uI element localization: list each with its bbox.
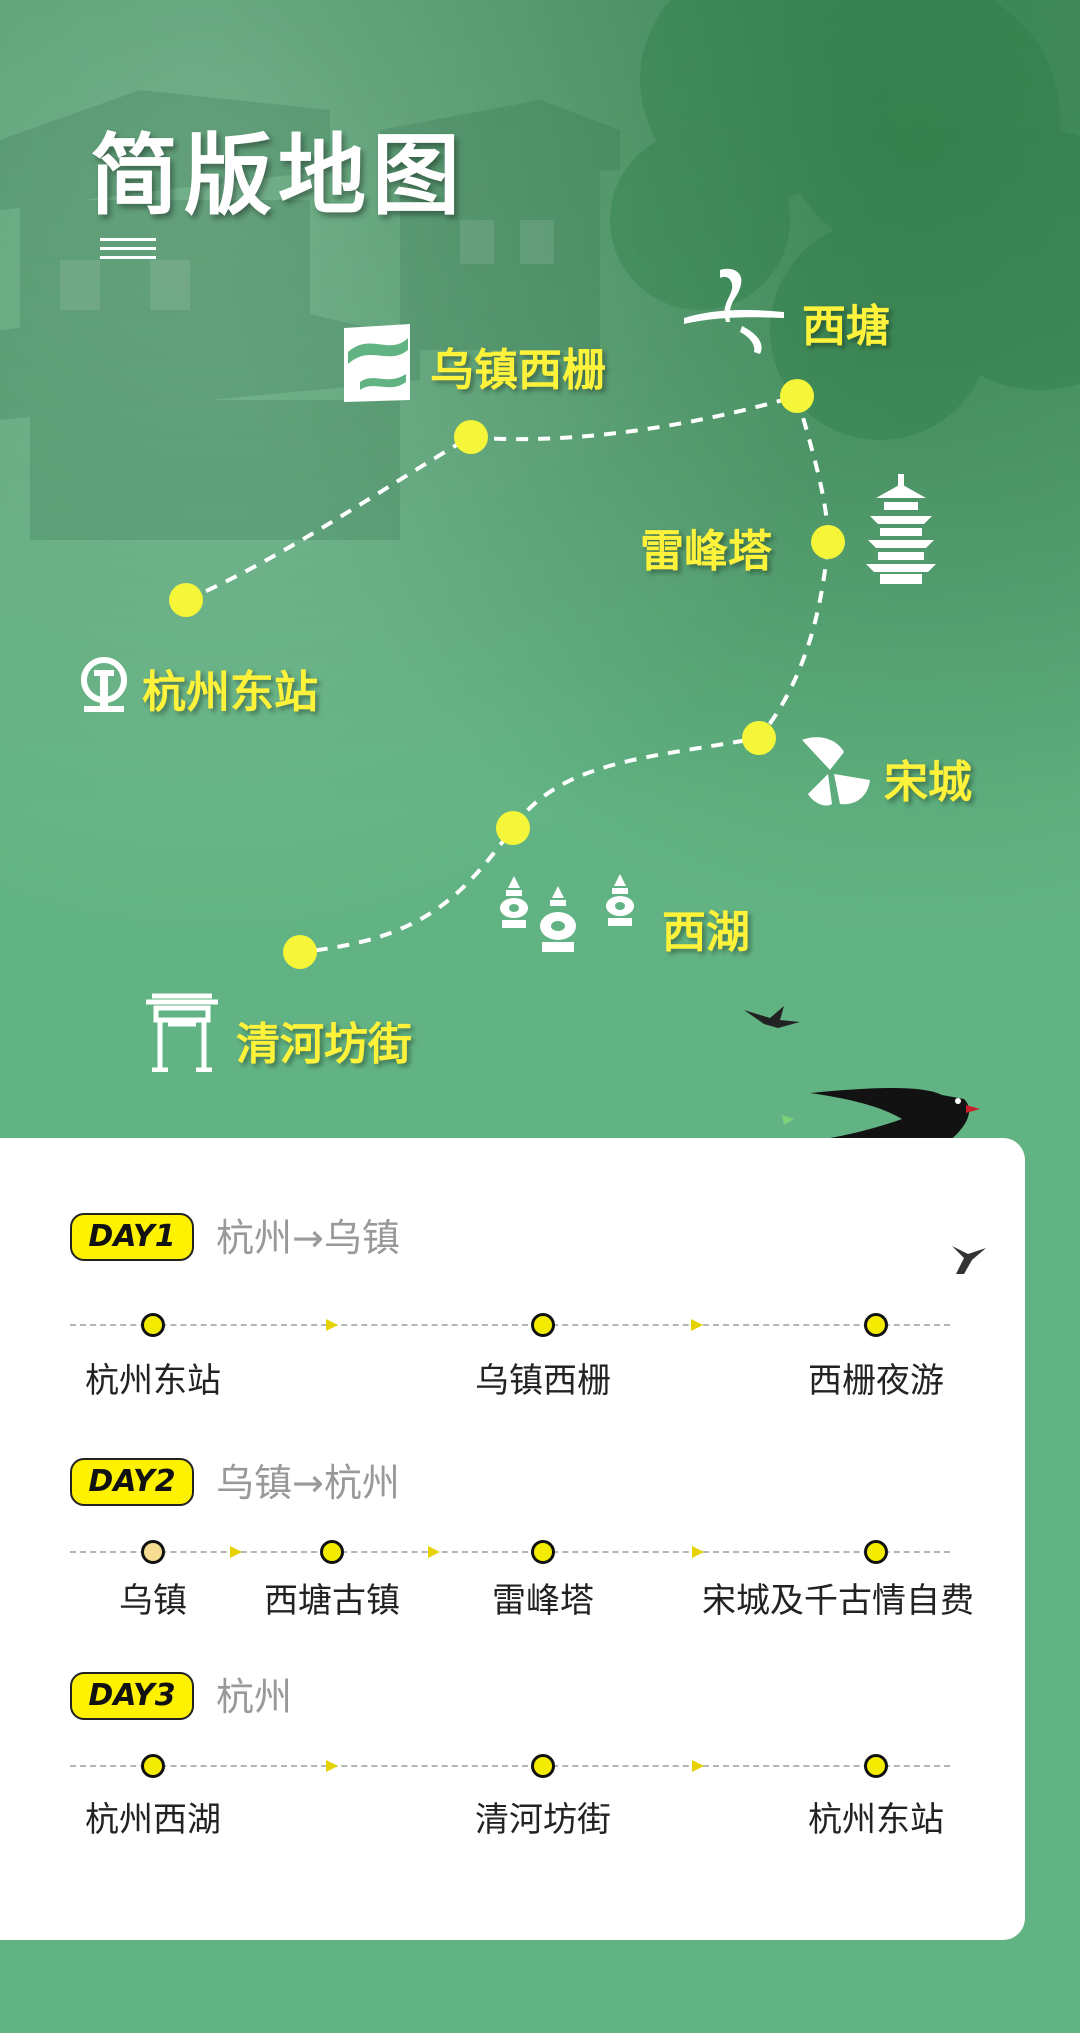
dot-wuzhen-xizha: [454, 420, 488, 454]
arrow-icon: [326, 1319, 338, 1331]
stop-label: 清河坊街: [475, 1800, 611, 1840]
archway-icon: [146, 993, 218, 1072]
place-label-leifeng-pagoda: 雷峰塔: [640, 526, 772, 577]
stop-label: 杭州东站: [808, 1800, 944, 1840]
timeline: [70, 1313, 950, 1337]
day-badge: DAY3: [70, 1672, 194, 1720]
day-badge: DAY2: [70, 1458, 194, 1506]
arrow-icon: [326, 1760, 338, 1772]
stop-label: 雷峰塔: [492, 1581, 594, 1621]
arrow-icon: [692, 1760, 704, 1772]
pagoda-icon: [866, 474, 936, 584]
dot-xitang: [780, 379, 814, 413]
stop-dot: [531, 1540, 555, 1564]
place-label-xitang: 西塘: [802, 301, 890, 352]
scenery-background: [0, 0, 1080, 540]
railway-station-icon: [81, 657, 127, 712]
dot-west-lake: [496, 811, 530, 845]
arrow-icon: [692, 1546, 704, 1558]
stop-label: 乌镇: [119, 1581, 187, 1621]
water-town-icon: [344, 324, 410, 402]
stop-label: 杭州西湖: [85, 1800, 221, 1840]
dot-songcheng: [742, 721, 776, 755]
place-label-songcheng: 宋城: [884, 757, 972, 808]
stop-label: 宋城及千古情自费: [702, 1581, 974, 1621]
route-map: [169, 379, 845, 969]
arrow-icon: [428, 1546, 440, 1558]
stop-dot: [141, 1754, 165, 1778]
stop-dot: [141, 1313, 165, 1337]
day-route: 乌镇→杭州: [216, 1461, 400, 1505]
map-hero: 简版地图 杭州东站 乌镇西栅 西塘 雷峰塔 宋城 西湖 清河坊街: [0, 0, 1080, 1160]
place-label-qinghefang: 清河坊街: [236, 1019, 412, 1070]
timeline: [70, 1540, 950, 1564]
itinerary-card: DAY1 杭州→乌镇 杭州东站 乌镇西栅 西栅夜游 DAY2 乌镇→杭州 乌镇: [0, 1138, 1025, 1940]
day-route: 杭州→乌镇: [216, 1216, 400, 1260]
stop-label: 西塘古镇: [264, 1581, 400, 1621]
stop-dot: [320, 1540, 344, 1564]
three-pools-pagoda-icon: [500, 874, 634, 952]
stop-dot: [531, 1313, 555, 1337]
swallow-tiny-icon: [952, 1246, 986, 1274]
place-label-hangzhou-east: 杭州东站: [142, 667, 318, 718]
swallow-small-icon: [744, 1006, 800, 1028]
place-label-west-lake: 西湖: [662, 907, 750, 958]
menu-lines-icon[interactable]: [100, 238, 156, 264]
stop-label: 西栅夜游: [808, 1361, 944, 1401]
dot-qinghefang: [283, 935, 317, 969]
stop-dot: [141, 1540, 165, 1564]
dot-hangzhou-east: [169, 583, 203, 617]
stop-label: 乌镇西栅: [475, 1361, 611, 1401]
arrow-icon: [691, 1319, 703, 1331]
page-title: 简版地图: [90, 124, 467, 227]
stop-dot: [864, 1540, 888, 1564]
stop-dot: [864, 1754, 888, 1778]
stop-dot: [531, 1754, 555, 1778]
day-route: 杭州: [216, 1675, 293, 1719]
stop-dot: [864, 1313, 888, 1337]
fan-icon: [802, 737, 870, 806]
place-label-wuzhen-xizha: 乌镇西栅: [430, 345, 606, 396]
timeline: [70, 1754, 950, 1778]
dot-leifeng-pagoda: [811, 525, 845, 559]
day-badge: DAY1: [70, 1213, 194, 1261]
calligraphy-icon: [684, 268, 784, 354]
arrow-icon: [230, 1546, 242, 1558]
stop-label: 杭州东站: [85, 1361, 221, 1401]
